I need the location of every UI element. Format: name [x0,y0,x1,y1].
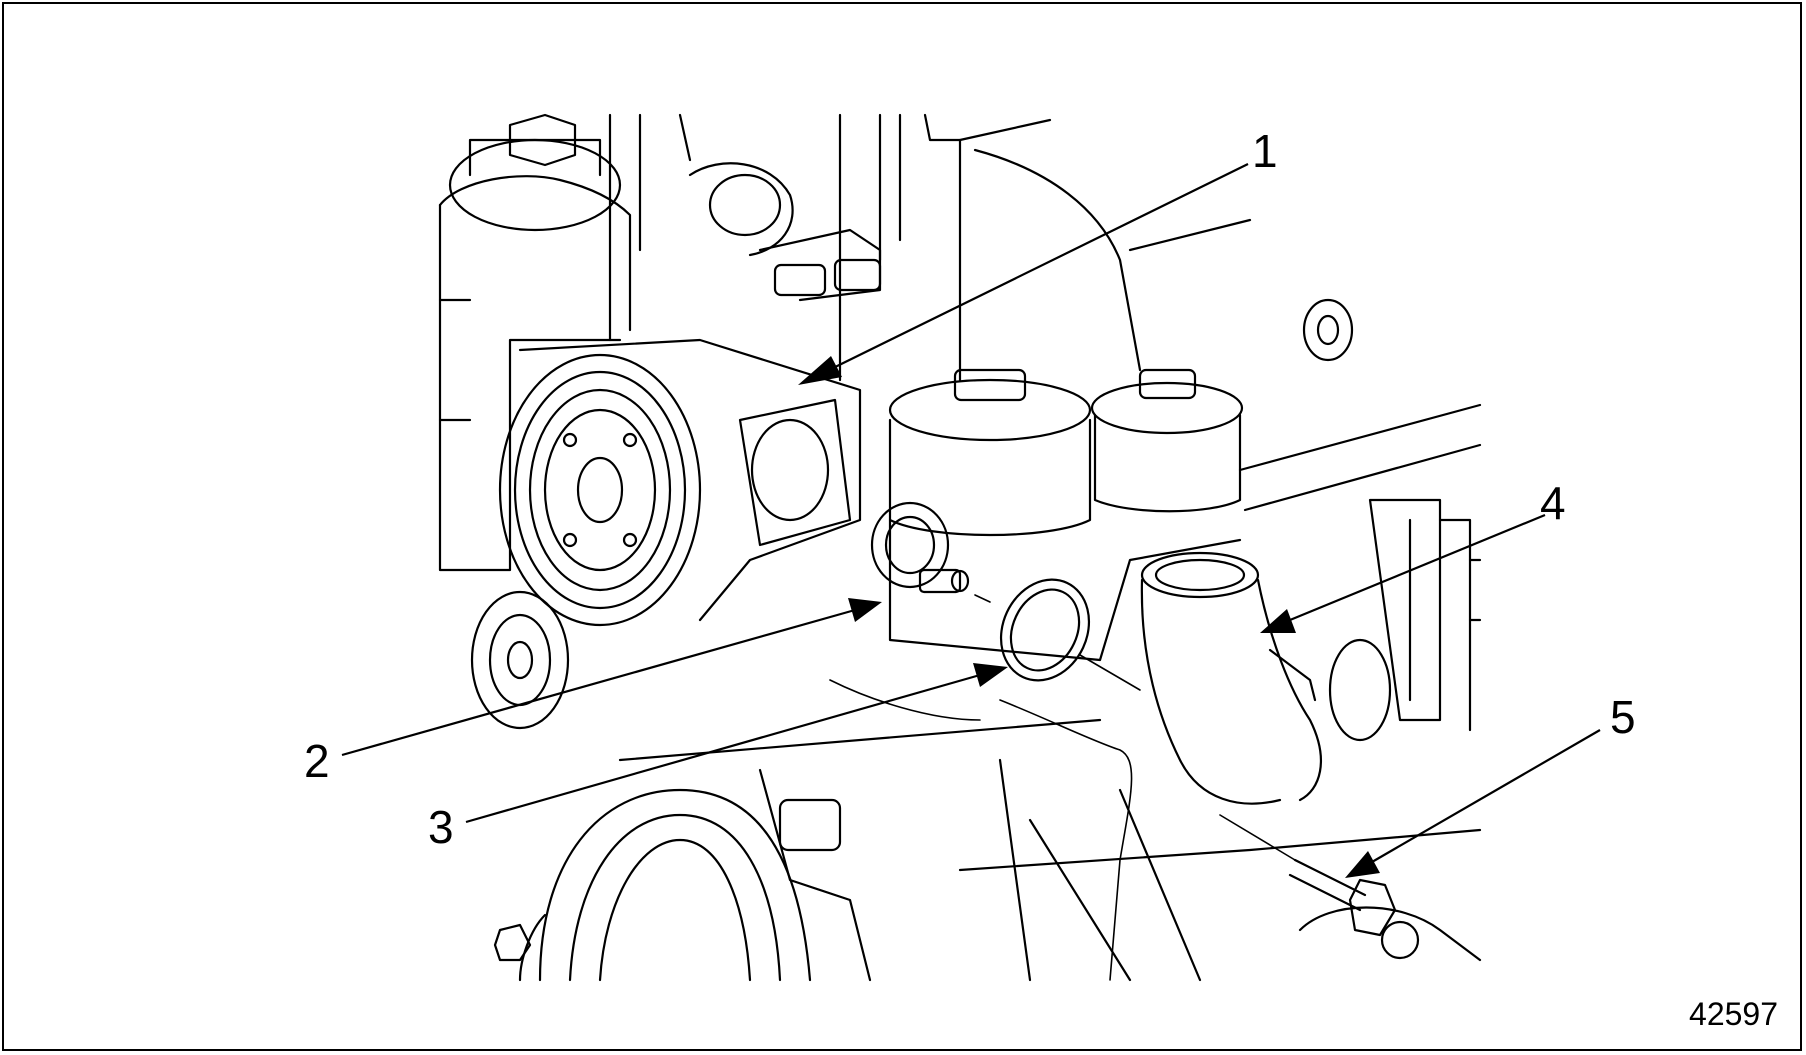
callout-label-3: 3 [428,801,454,853]
arrowhead-1 [798,356,842,385]
arrowhead-5 [1345,851,1380,878]
callout-label-5: 5 [1610,691,1636,743]
arrowhead-2 [848,598,882,622]
engine-block [438,113,1482,982]
callout-leaders [341,163,1601,878]
figure-number: 42597 [1689,996,1778,1032]
arrowhead-3 [973,663,1008,687]
callout-label-1: 1 [1252,125,1278,177]
arrowhead-4 [1260,609,1296,633]
callout-label-4: 4 [1540,477,1566,529]
callout-label-2: 2 [304,735,330,787]
